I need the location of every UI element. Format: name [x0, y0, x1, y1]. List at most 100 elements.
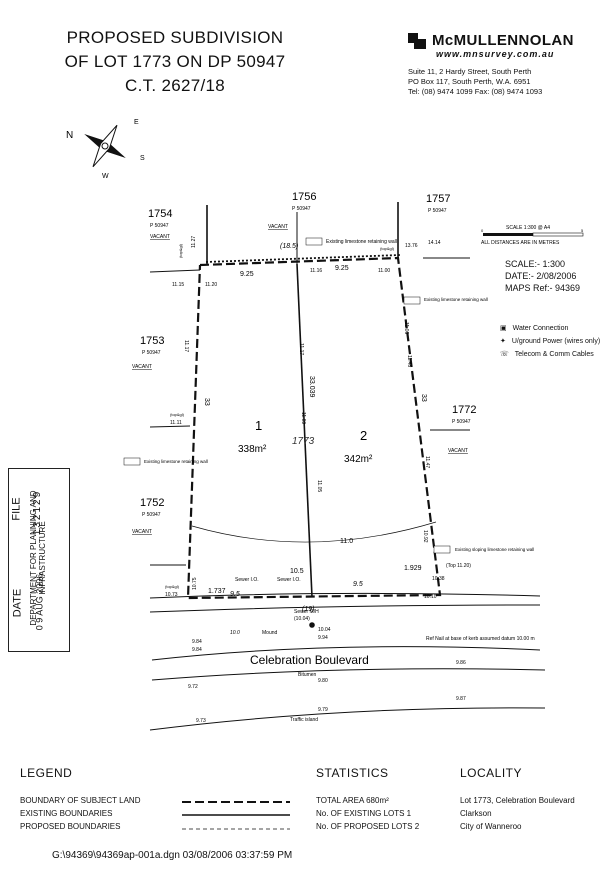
- lot-1752: 1752: [140, 497, 164, 509]
- locality-lot: Lot 1773, Celebration Boulevard: [460, 796, 575, 805]
- level: 11.15: [172, 282, 184, 288]
- level: 11.20: [205, 282, 217, 288]
- level: 11.09: [300, 412, 306, 424]
- statistics-heading: STATISTICS: [316, 766, 389, 780]
- lot-1757-plan: P 50947: [428, 208, 447, 214]
- north-arrow-icon: N E S W: [66, 119, 145, 180]
- level: 11.11: [170, 420, 182, 426]
- sewer-mh-label: Sewer M/H: [294, 609, 319, 615]
- lot-1772: 1772: [452, 404, 476, 416]
- level: 10.38: [432, 576, 445, 582]
- firm-url: www.mnsurvey.com.au: [436, 49, 555, 59]
- lot-1-area: 338m²: [238, 444, 267, 455]
- telecom-icon: ☏: [500, 351, 509, 358]
- legend-section: LEGEND BOUNDARY OF SUBJECT LAND EXISTING…: [20, 766, 140, 831]
- dim-bottom-total: (19): [302, 606, 314, 613]
- plan-info: SCALE:- 1:300 DATE:- 2/08/2006 MAPS Ref:…: [505, 258, 580, 294]
- service-water: ▣Water Connection: [500, 325, 569, 332]
- road-level: 9.72: [188, 684, 198, 690]
- stat-proposed-lots: No. OF PROPOSED LOTS 2: [316, 822, 420, 831]
- road-name: Celebration Boulevard: [250, 653, 369, 667]
- firm-phone: Tel: (08) 9474 1099 Fax: (08) 9474 1093: [408, 87, 543, 96]
- level: 10.10: [424, 594, 437, 600]
- firm-block: McMULLENNOLAN www.mnsurvey.com.au Suite …: [408, 32, 608, 97]
- firm-address-2: PO Box 117, South Perth, W.A. 6951: [408, 77, 531, 86]
- lot-1756-plan: P 50947: [292, 206, 311, 212]
- plan-date: DATE:- 2/08/2006: [505, 271, 577, 281]
- sewer-io-left: Sewer I.O.: [235, 577, 259, 583]
- locality-suburb: Clarkson: [460, 809, 492, 818]
- west-label: W: [102, 173, 109, 180]
- mound-label: Mound: [262, 630, 278, 636]
- retaining-wall-icon: [403, 296, 421, 305]
- stamp-file-no: 132129: [32, 489, 44, 536]
- stamp-date-label: DATE: [11, 588, 24, 618]
- legend-item-existing: EXISTING BOUNDARIES: [20, 809, 113, 818]
- firm-address-1: Suite 11, 2 Hardy Street, South Perth: [408, 67, 532, 76]
- dim-bottom-right: 9.5: [353, 581, 363, 588]
- dim-bottom-left: 9.5: [230, 591, 240, 598]
- wall-sloping-label: Existing sloping limestone retaining wal…: [455, 547, 534, 552]
- level: 10.92: [422, 530, 428, 543]
- scale-tick-start: 0: [481, 228, 484, 233]
- lot-1756-status: VACANT: [268, 224, 288, 230]
- locality-council: City of Wanneroo: [460, 822, 522, 831]
- scale-bar-label: SCALE 1:300 @ A4: [506, 225, 550, 231]
- lot-1754-status: VACANT: [150, 234, 170, 240]
- stat-total-area: TOTAL AREA 680m²: [316, 796, 389, 805]
- north-label: N: [66, 130, 73, 141]
- lot-1753-plan: P 50947: [142, 350, 161, 356]
- lot-1772-status: VACANT: [448, 448, 468, 454]
- dim-bottom-left-small: 1.737: [208, 588, 226, 595]
- level: 11.16: [310, 268, 322, 274]
- statistics-section: STATISTICS TOTAL AREA 680m² No. OF EXIST…: [316, 766, 419, 831]
- level: 13.76: [405, 243, 418, 249]
- lot-1-number: 1: [255, 418, 262, 433]
- file-path-footer: G:\94369\94369ap-001a.dgn 03/08/2006 03:…: [52, 850, 293, 861]
- dim-left-side: 33: [203, 398, 210, 406]
- lot-1757: 1757: [426, 193, 450, 205]
- locality-section: LOCALITY Lot 1773, Celebration Boulevard…: [460, 766, 575, 831]
- lot-1754: 1754: [148, 208, 172, 220]
- stamp-date: 0 9 AUG 2006: [34, 573, 45, 631]
- retaining-wall-icon: [433, 545, 451, 554]
- plan-title: PROPOSED SUBDIVISION OF LOT 1773 ON DP 5…: [40, 26, 310, 98]
- bitumen-label: Bitumen: [298, 672, 317, 678]
- level: 11.47: [424, 456, 430, 468]
- level: 11.05: [316, 480, 322, 492]
- legend-item-subject: BOUNDARY OF SUBJECT LAND: [20, 796, 141, 805]
- sewer-io-right: Sewer I.O.: [277, 577, 301, 583]
- road-level: 9.84: [192, 639, 202, 645]
- dim-top-left: 9.25: [240, 271, 254, 278]
- title-line-3: C.T. 2627/18: [125, 76, 225, 95]
- service-telecom: ☏Telecom & Comm Cables: [500, 351, 594, 358]
- south-label: S: [140, 155, 145, 162]
- road-level: 9.73: [196, 718, 206, 724]
- legend-item-proposed: PROPOSED BOUNDARIES: [20, 822, 121, 831]
- lot-1753: 1753: [140, 335, 164, 347]
- lot-2-number: 2: [360, 428, 367, 443]
- title-line-1: PROPOSED SUBDIVISION: [66, 28, 284, 47]
- lot-1752-status: VACANT: [132, 529, 152, 535]
- department-stamp: DEPARTMENT FOR PLANNING AND INFRASTRUCTU…: [8, 468, 70, 652]
- wall-sloping-top: (Top 11.20): [446, 563, 471, 569]
- lot-1754-plan: P 50947: [150, 223, 169, 229]
- dim-right-side: 33: [420, 394, 427, 402]
- underground-power-icon: ✦: [500, 338, 506, 345]
- east-label: E: [134, 119, 139, 126]
- ref-nail-label: Ref Nail at base of kerb assumed datum 1…: [426, 636, 535, 642]
- subject-lot-label: 1773: [292, 436, 315, 447]
- stat-existing-lots: No. OF EXISTING LOTS 1: [316, 809, 412, 818]
- plan-maps-ref: MAPS Ref:- 94369: [505, 283, 581, 293]
- dim-top-total: (18.5): [280, 243, 298, 250]
- road-level: 9.80: [318, 678, 328, 684]
- dim-middle: 33.039: [308, 376, 315, 398]
- top-ag-label: (top&gl): [170, 412, 185, 417]
- locality-heading: LOCALITY: [460, 766, 523, 780]
- dim-top-right: 9.25: [335, 265, 349, 272]
- road-level: 9.79: [318, 707, 328, 713]
- level: 11.48: [406, 355, 412, 367]
- level: 10.75: [192, 577, 198, 590]
- road-level: 9.86: [456, 660, 466, 666]
